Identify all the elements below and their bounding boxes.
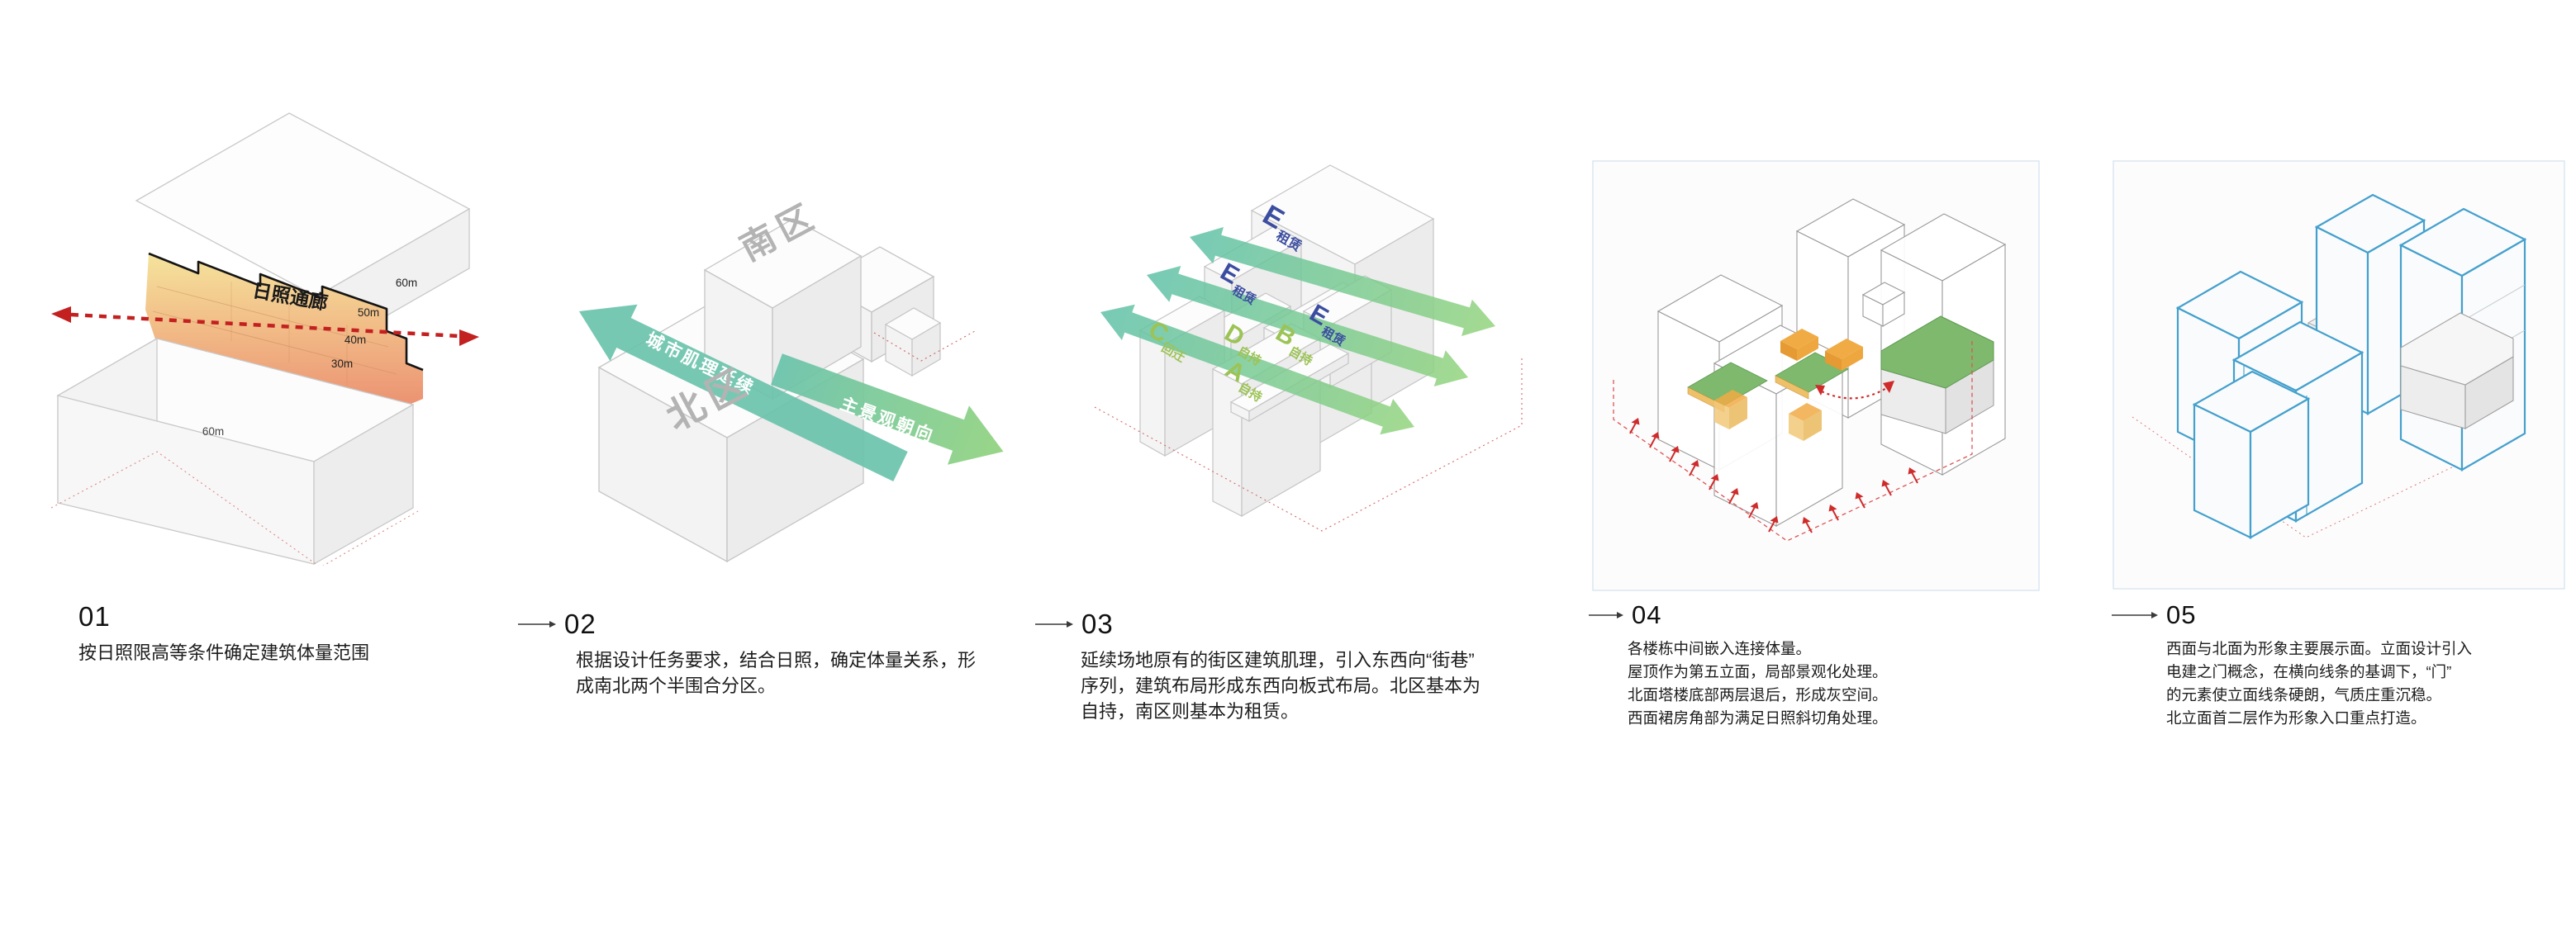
diagram-04-connections	[1590, 78, 2045, 599]
diagram-02-canvas: 城市肌理延续 主景观朝向 南区 北区	[578, 195, 1004, 563]
step-arrow-icon	[1589, 612, 1623, 618]
step-01-text: 按日照限高等条件确定建筑体量范围	[78, 642, 370, 663]
front-mass	[56, 337, 415, 566]
site-outline-dotted	[1094, 358, 1523, 532]
street-arrow-3	[1100, 304, 1414, 435]
height-30m: 30m	[331, 358, 353, 370]
step-01-number: 01	[78, 601, 111, 632]
step-05-number: 05	[2166, 600, 2197, 629]
site-outline-dotted	[50, 451, 419, 566]
height-60m: 60m	[396, 277, 417, 289]
step-03-caption: 03 延续场地原有的街区建筑肌理，引入东西向“街巷” 序列，建筑布局形成东西向板…	[1035, 609, 1480, 724]
mass-height-60m: 60m	[202, 425, 224, 438]
step-arrow-icon	[518, 621, 556, 628]
sunlight-corridor-steps	[145, 252, 424, 407]
step-04-caption: 04 各楼栋中间嵌入连接体量。 屋顶作为第五立面，局部景观化处理。 北面塔楼底部…	[1589, 600, 1888, 730]
step-05-caption: 05 西面与北面为形象主要展示面。立面设计引入 电建之门概念，在横向线条的基调下…	[2112, 600, 2472, 730]
block-left-front	[2192, 370, 2311, 539]
step-01-caption: 01 按日照限高等条件确定建筑体量范围	[78, 601, 369, 666]
street-arrow-1	[1190, 227, 1495, 336]
diagram-02-zoning: 城市肌理延续 主景观朝向 南区 北区	[545, 78, 1041, 566]
orange-connectors	[1714, 329, 1863, 441]
step-arrow-icon	[1035, 621, 1073, 628]
small-cube	[1861, 282, 1906, 327]
step-03-text: 延续场地原有的街区建筑肌理，引入东西向“街巷” 序列，建筑布局形成东西向板式布局…	[1081, 650, 1481, 722]
sight-line-arrow	[51, 306, 479, 346]
step-arrow-icon	[2112, 612, 2158, 618]
pavilion-green-roof	[1880, 315, 1994, 434]
step-02-caption: 02 根据设计任务要求，结合日照，确定体量关系，形 成南北两个半围合分区。	[518, 609, 976, 699]
step-05-text: 西面与北面为形象主要展示面。立面设计引入 电建之门概念，在横向线条的基调下，“门…	[2166, 640, 2473, 727]
step-04-number: 04	[1632, 600, 1662, 629]
diagram-05-canvas	[2113, 160, 2565, 590]
height-labels: 60m 50m 40m 30m 60m	[202, 277, 417, 438]
diagram-03-canvas: C 回迁 D 自持 B 自持 A 自持 E 租赁	[1094, 164, 1523, 532]
site-boundary-dashed	[1613, 341, 1973, 542]
step-03-number: 03	[1081, 609, 1114, 639]
step-04-text: 各楼栋中间嵌入连接体量。 屋顶作为第五立面，局部景观化处理。 北面塔楼底部两层退…	[1628, 640, 1888, 727]
step-02-number: 02	[564, 609, 596, 639]
diagram-04-canvas	[1592, 160, 2040, 591]
curved-dashed-arrow	[1815, 381, 1894, 400]
diagram-03-slab-layout: C 回迁 D 自持 B 自持 A 自持 E 租赁	[1057, 78, 1586, 566]
street-arrow-2	[1147, 266, 1468, 386]
step-02-text: 根据设计任务要求，结合日照，确定体量关系，形 成南北两个半围合分区。	[576, 650, 977, 696]
diagram-05-facade-concept	[2112, 78, 2569, 599]
street-arrows	[1100, 227, 1495, 435]
gray-pavilion	[2400, 312, 2514, 429]
height-50m: 50m	[358, 306, 379, 319]
diagram-01-canvas: 日照通廊 60m 50m 40m 30m 60m	[50, 112, 479, 566]
diagram-01-massing-envelope: 日照通廊 60m 50m 40m 30m 60m	[33, 78, 529, 566]
height-40m: 40m	[345, 334, 366, 346]
site-corner-dotted	[873, 330, 976, 362]
